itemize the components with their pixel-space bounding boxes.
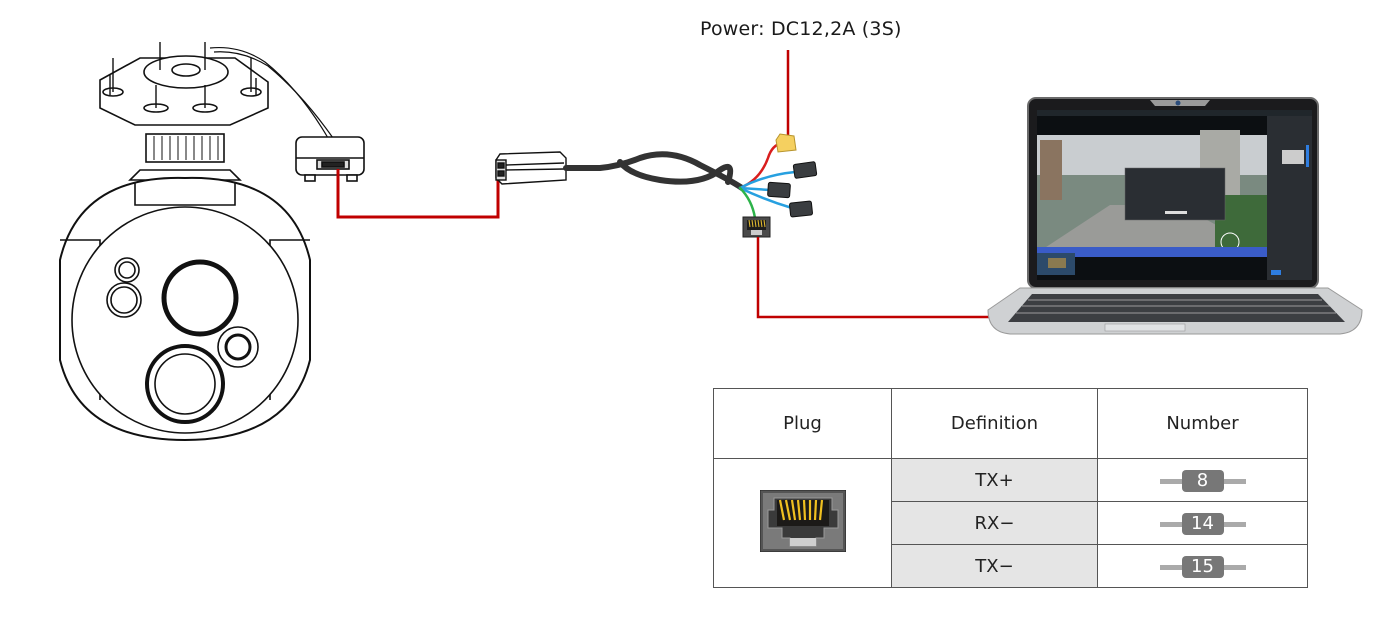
breakout-cable-icon — [563, 141, 797, 220]
pin-number: 15 — [1181, 556, 1224, 579]
power-label: Power: DC12,2A (3S) — [700, 18, 902, 40]
table-header-row: Plug Definition Number — [713, 388, 1308, 459]
table-row: TX− 15 — [714, 544, 1308, 588]
gimbal-camera-icon — [59, 42, 334, 442]
header-number: Number — [1097, 388, 1308, 459]
plug-cell — [713, 458, 892, 588]
laptop-icon — [987, 97, 1363, 335]
ethernet-wire — [756, 237, 995, 319]
pin-definition-table: Plug Definition Number — [713, 388, 1308, 588]
control-box-icon — [295, 136, 365, 182]
pin-number: 14 — [1181, 513, 1224, 536]
table-row: TX+ 8 — [713, 458, 1308, 588]
pin-badge: 8 — [1159, 470, 1246, 493]
number-cell: 15 — [1097, 544, 1308, 588]
pin-number: 8 — [1181, 470, 1224, 493]
table-row: RX− 14 — [714, 501, 1308, 545]
pin-badge: 14 — [1159, 513, 1246, 536]
adapter-module-icon — [495, 151, 567, 185]
definition-cell: TX+ — [891, 458, 1098, 502]
number-cell: 8 — [1097, 458, 1308, 502]
rj45-port-icon — [742, 216, 771, 238]
rj45-plug-icon — [759, 489, 846, 552]
signal-wire — [336, 169, 500, 219]
definition-cell: TX− — [891, 544, 1098, 588]
number-cell: 14 — [1097, 501, 1308, 545]
header-definition: Definition — [891, 388, 1098, 459]
definition-cell: RX− — [891, 501, 1098, 545]
xt-power-connector-icon — [775, 133, 797, 153]
pin-badge: 15 — [1159, 556, 1246, 579]
header-plug: Plug — [713, 388, 892, 459]
data-plug-icons — [767, 161, 818, 218]
